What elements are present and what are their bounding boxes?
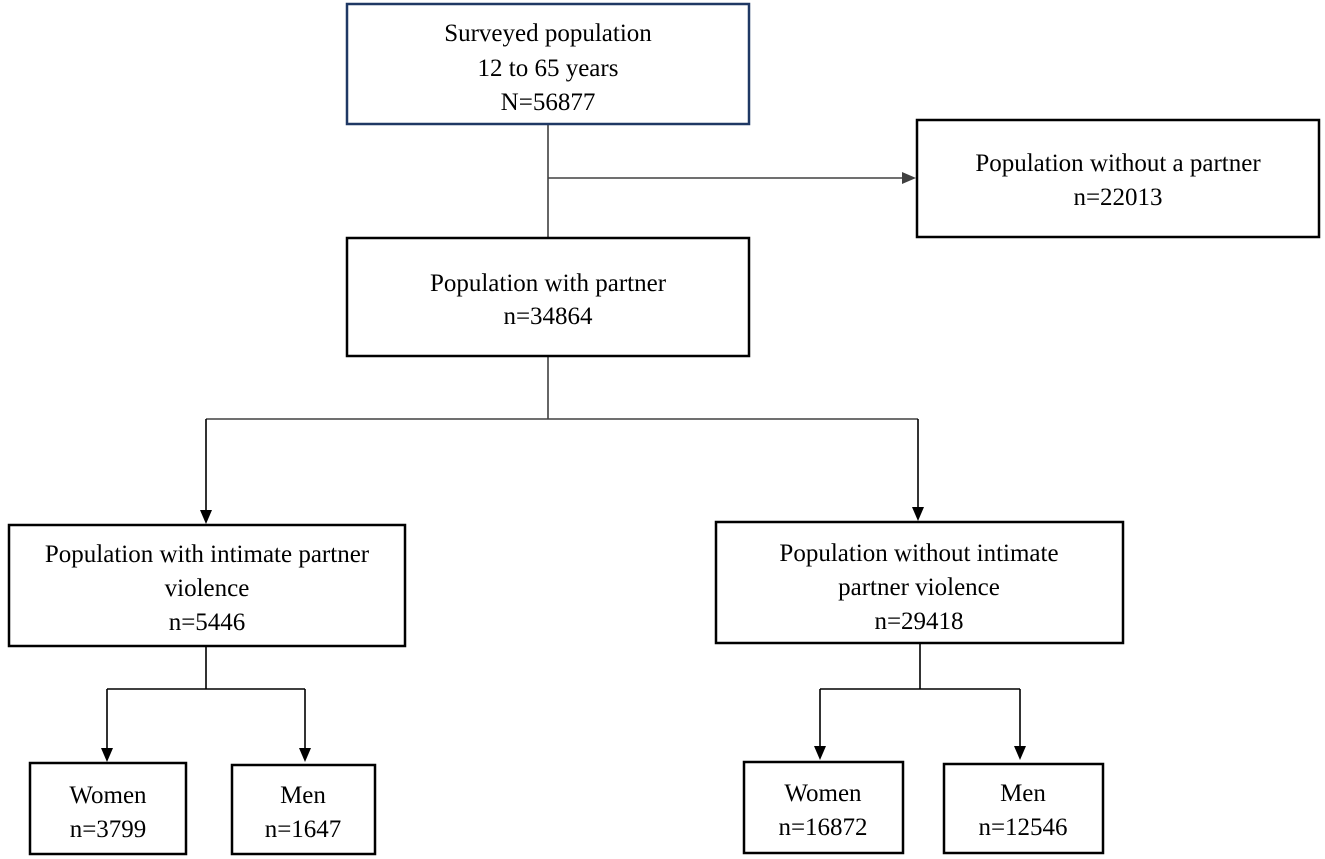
box-ipv-men (230, 763, 377, 856)
with-ipv-line-1: Population with intimate partner (45, 541, 370, 568)
no-ipv-women-label: Women (784, 780, 862, 807)
node-ipv-women: Women n=3799 (28, 761, 188, 856)
with-partner-count: n=34864 (503, 303, 593, 330)
arrow-head-without-partner (902, 172, 916, 184)
surveyed-count: N=56877 (501, 89, 596, 116)
box-no-ipv-men (942, 762, 1105, 855)
surveyed-line-2: 12 to 65 years (478, 55, 619, 82)
node-no-ipv-women: Women n=16872 (742, 760, 905, 855)
node-surveyed-population: Surveyed population 12 to 65 years N=568… (345, 2, 751, 126)
arrow-head-no-ipv-women (814, 746, 826, 760)
no-ipv-men-count: n=12546 (978, 814, 1067, 841)
without-partner-label: Population without a partner (975, 150, 1261, 177)
no-ipv-women-count: n=16872 (778, 814, 867, 841)
node-population-with-partner: Population with partner n=34864 (345, 236, 751, 358)
ipv-women-count: n=3799 (70, 816, 147, 843)
with-ipv-count: n=5446 (169, 609, 246, 636)
box-population-without-partner (915, 118, 1321, 239)
node-ipv-men: Men n=1647 (230, 763, 377, 856)
box-population-without-ipv (714, 520, 1125, 645)
without-ipv-line-1: Population without intimate (779, 540, 1058, 567)
box-population-with-ipv (7, 523, 407, 648)
ipv-men-label: Men (280, 782, 326, 809)
without-ipv-line-2: partner violence (838, 574, 1000, 601)
no-ipv-men-label: Men (1000, 780, 1046, 807)
without-partner-count: n=22013 (1073, 184, 1162, 211)
without-ipv-count: n=29418 (874, 608, 963, 635)
node-no-ipv-men: Men n=12546 (942, 762, 1105, 855)
surveyed-line-1: Surveyed population (444, 20, 652, 47)
box-no-ipv-women (742, 760, 905, 855)
arrow-head-with-ipv (200, 510, 212, 524)
with-partner-label: Population with partner (430, 270, 667, 297)
arrow-head-ipv-men (299, 748, 311, 762)
arrow-head-no-ipv-men (1014, 746, 1026, 760)
box-surveyed-population (345, 2, 751, 126)
box-population-with-partner (345, 236, 751, 358)
node-population-without-partner: Population without a partner n=22013 (915, 118, 1321, 239)
ipv-men-count: n=1647 (265, 816, 342, 843)
with-ipv-line-2: violence (165, 575, 250, 602)
ipv-women-label: Women (69, 782, 147, 809)
arrow-head-without-ipv (912, 507, 924, 521)
box-ipv-women (28, 761, 188, 856)
node-population-with-ipv: Population with intimate partner violenc… (7, 523, 407, 648)
node-population-without-ipv: Population without intimate partner viol… (714, 520, 1125, 645)
arrow-head-ipv-women (101, 748, 113, 762)
connectors (101, 124, 1026, 762)
